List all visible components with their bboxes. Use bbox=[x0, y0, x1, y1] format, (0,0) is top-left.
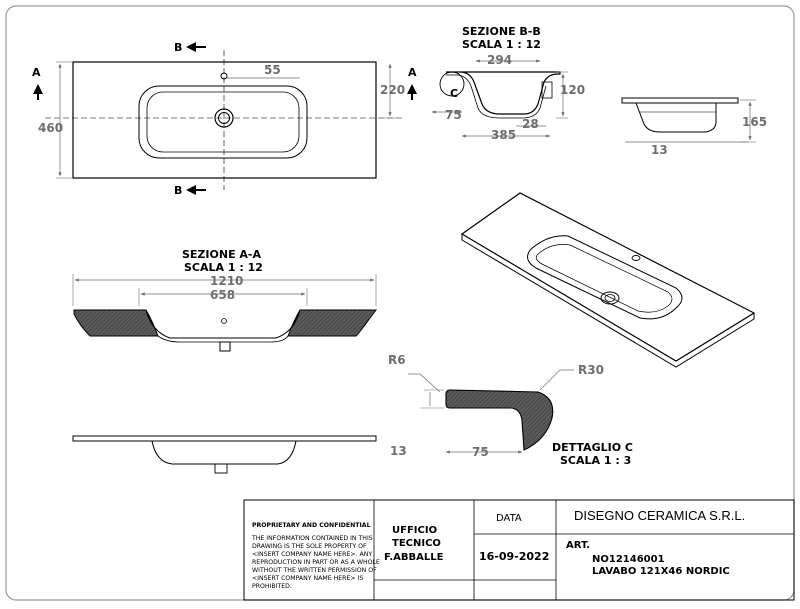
detail-c: R6 R30 13 75 DETTAGLIO C SCALA 1 : 3 bbox=[388, 353, 633, 467]
section-bb-title: SEZIONE B-B bbox=[462, 25, 541, 38]
section-a-left-letter: A bbox=[32, 66, 41, 79]
aa-right-hatched-wall bbox=[287, 309, 377, 337]
bb-dim-294: 294 bbox=[487, 53, 512, 67]
aa-left-hatched-wall bbox=[73, 309, 159, 337]
iso-drain bbox=[600, 291, 620, 305]
aa-drain-pipe bbox=[219, 341, 231, 352]
aa-dim-1210: 1210 bbox=[210, 274, 243, 288]
front-bowl bbox=[151, 440, 297, 465]
title-block: PROPRIETARY AND CONFIDENTIAL THE INFORMA… bbox=[243, 499, 795, 601]
side-view-bowl bbox=[635, 102, 717, 133]
detail-c-marker: C bbox=[450, 87, 458, 100]
basin-outline-plan bbox=[72, 61, 377, 179]
proprietary-heading: PROPRIETARY AND CONFIDENTIAL bbox=[252, 522, 371, 529]
art-code: NO12146001 bbox=[592, 554, 665, 565]
bb-dim-75: 75 bbox=[445, 108, 462, 122]
proprietary-line-3: <INSERT COMPANY NAME HERE>. ANY bbox=[252, 551, 372, 558]
proprietary-line-7: PROHIBITED. bbox=[252, 583, 292, 590]
plan-dim-460: 460 bbox=[38, 121, 63, 135]
section-b-top-letter: B bbox=[174, 41, 182, 54]
detail-c-r6: R6 bbox=[388, 353, 406, 367]
proprietary-line-6: <INSERT COMPANY NAME HERE> IS bbox=[252, 575, 363, 582]
section-a-right-arrow-icon bbox=[407, 84, 417, 94]
proprietary-line-2: DRAWING IS THE SOLE PROPERTY OF bbox=[252, 543, 367, 550]
bb-dim-28: 28 bbox=[522, 117, 539, 131]
isometric-view bbox=[460, 192, 756, 368]
section-b-bottom-letter: B bbox=[174, 184, 182, 197]
section-a-left-arrow-icon bbox=[33, 84, 43, 94]
bb-dim-385: 385 bbox=[491, 128, 516, 142]
plan-dim-55: 55 bbox=[264, 63, 281, 77]
art-name: LAVABO 121X46 NORDIC bbox=[592, 566, 730, 577]
section-a-right-letter: A bbox=[408, 66, 417, 79]
bowl-inner-plan bbox=[146, 91, 300, 153]
detail-c-scale: SCALA 1 : 3 bbox=[560, 454, 631, 467]
detail-c-r30: R30 bbox=[578, 363, 604, 377]
art-label: ART. bbox=[566, 540, 590, 551]
section-bb-profile bbox=[446, 71, 561, 115]
office-line-1: UFFICIO bbox=[392, 525, 437, 536]
drawing-date: 16-09-2022 bbox=[479, 550, 549, 563]
detail-c-title: DETTAGLIO C bbox=[552, 441, 633, 454]
detail-c-section bbox=[445, 389, 554, 451]
proprietary-line-1: THE INFORMATION CONTAINED IN THIS bbox=[251, 535, 373, 542]
aa-dim-658: 658 bbox=[210, 288, 235, 302]
office-line-3: F.ABBALLE bbox=[384, 552, 444, 563]
detail-c-dim-13: 13 bbox=[390, 444, 407, 458]
section-aa: SEZIONE A-A SCALA 1 : 12 1210 658 bbox=[72, 248, 377, 352]
front-drain bbox=[214, 463, 228, 474]
iso-bowl-outer bbox=[527, 235, 683, 320]
detail-c-dim-75: 75 bbox=[472, 445, 489, 459]
side-dim-13: 13 bbox=[651, 143, 668, 157]
office-line-2: TECNICO bbox=[392, 538, 441, 549]
aa-bowl-profile bbox=[145, 309, 301, 339]
section-bb-scale: SCALA 1 : 12 bbox=[462, 38, 541, 51]
company-name: DISEGNO CERAMICA S.R.L. bbox=[574, 508, 745, 523]
iso-tap-hole bbox=[631, 255, 641, 261]
section-b-top-arrow-icon bbox=[186, 42, 196, 52]
bowl-outer-plan bbox=[138, 85, 308, 159]
iso-top-surface bbox=[460, 192, 756, 362]
proprietary-line-5: WITHOUT THE WRITTEN PERMISSION OF bbox=[252, 567, 377, 574]
front-elevation bbox=[72, 435, 377, 474]
section-aa-title: SEZIONE A-A bbox=[182, 248, 261, 261]
section-aa-scale: SCALA 1 : 12 bbox=[184, 261, 263, 274]
section-bb: SEZIONE B-B SCALA 1 : 12 C 294 120 75 28… bbox=[431, 25, 585, 142]
side-view: 165 13 bbox=[621, 97, 767, 157]
side-dim-165: 165 bbox=[742, 115, 767, 129]
plan-view: A A B B 460 55 220 bbox=[32, 41, 417, 197]
detail-c-circle bbox=[439, 71, 465, 97]
front-top-slab bbox=[72, 435, 377, 442]
plan-dim-220: 220 bbox=[380, 83, 405, 97]
side-view-top bbox=[621, 97, 739, 104]
data-label: DATA bbox=[496, 513, 522, 524]
bb-dim-120: 120 bbox=[560, 83, 585, 97]
title-block-frame bbox=[243, 499, 795, 601]
section-b-bottom-arrow-icon bbox=[186, 185, 196, 195]
proprietary-line-4: REPRODUCTION IN PART OR AS A WHOLE bbox=[252, 559, 380, 566]
